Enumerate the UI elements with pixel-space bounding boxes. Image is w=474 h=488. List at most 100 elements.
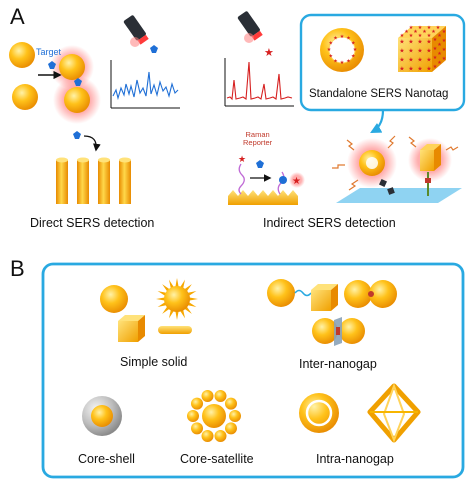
satellite-particle (224, 397, 237, 410)
raman-star: ★ (409, 33, 414, 39)
satellite-particle (201, 429, 214, 442)
indirect-substrate: ★ ★ (228, 155, 305, 205)
raman-star: ★ (418, 33, 423, 39)
raman-star: ★ (399, 57, 404, 64)
sun-ray (168, 279, 174, 289)
raman-star: ★ (400, 33, 405, 39)
indirect-caption: Indirect SERS detection (263, 216, 396, 230)
raman-star: ★ (346, 58, 351, 64)
intra-nanogap-label: Intra-nanogap (316, 452, 394, 466)
raman-star: ★ (431, 29, 436, 35)
satellite-particle (214, 390, 227, 403)
raman-star: ★ (436, 25, 441, 31)
inter-nanogap-shapes (267, 279, 397, 346)
raman-star: ★ (413, 29, 418, 35)
laser-glow (130, 37, 140, 47)
raman-star: ★ (408, 39, 413, 46)
sun-ray (180, 279, 186, 289)
raman-star: ★ (353, 47, 358, 53)
raman-star: ★ (409, 25, 414, 31)
raman-star: ★ (433, 55, 438, 61)
raman-star: ★ (426, 66, 431, 73)
sun-ray (188, 297, 198, 301)
svg-text:★: ★ (238, 155, 246, 165)
raman-star: ★ (408, 57, 413, 64)
satellite-particle (201, 390, 214, 403)
satellite-particle (187, 410, 199, 422)
panel-b-letter: B (10, 256, 25, 281)
raman-star: ★ (433, 46, 438, 52)
raman-star: ★ (418, 25, 423, 31)
sun-ray (168, 309, 174, 319)
raman-star: ★ (442, 56, 447, 62)
raman-reporter-label: Raman Reporter (243, 131, 272, 147)
reporter-star: ★ (264, 46, 274, 59)
panel-b-frame (41, 262, 465, 479)
raman-star: ★ (426, 48, 431, 55)
raman-star: ★ (417, 66, 422, 73)
raman-star: ★ (399, 48, 404, 55)
inter-nanogap-label: Inter-nanogap (299, 357, 377, 371)
raman-star: ★ (437, 51, 442, 57)
sun-ray (157, 302, 167, 308)
raman-star: ★ (346, 36, 351, 42)
raman-star: ★ (442, 38, 447, 44)
sun-ray (175, 310, 179, 320)
raman-star: ★ (433, 37, 438, 43)
sun-ray (157, 290, 167, 296)
raman-star: ★ (340, 60, 345, 66)
raman-star: ★ (426, 57, 431, 64)
nanotag-arrow (370, 109, 385, 134)
nanopillar-array (56, 131, 131, 204)
raman-star: ★ (340, 34, 345, 40)
raman-star: ★ (408, 66, 413, 73)
core-shell-shape (82, 396, 122, 436)
core-satellite-label: Core-satellite (180, 452, 254, 466)
sun-ray (156, 297, 166, 301)
raman-star: ★ (417, 39, 422, 46)
sun-ray (187, 302, 197, 308)
core-shell-label: Core-shell (78, 452, 135, 466)
simple-solid-shapes (100, 278, 198, 342)
target-marker (150, 45, 158, 53)
raman-star: ★ (327, 47, 332, 53)
satellite-particle (191, 422, 204, 435)
raman-star: ★ (427, 25, 432, 31)
raman-reporter-line2: Reporter (243, 138, 273, 147)
raman-reporter-line1: Raman (245, 130, 270, 139)
laser-icon (123, 15, 149, 45)
raman-star: ★ (433, 64, 438, 70)
laser-icon-2 (237, 11, 263, 41)
raman-star: ★ (351, 41, 356, 47)
raman-star: ★ (404, 29, 409, 35)
raman-star: ★ (417, 48, 422, 55)
raman-star: ★ (333, 36, 338, 42)
raman-star: ★ (426, 39, 431, 46)
raman-star: ★ (351, 54, 356, 60)
raman-star: ★ (408, 48, 413, 55)
raman-star: ★ (333, 58, 338, 64)
raman-star: ★ (427, 33, 432, 39)
satellite-particle (229, 410, 241, 422)
raman-star: ★ (328, 54, 333, 60)
raman-star: ★ (437, 42, 442, 48)
intra-nanogap-shapes (299, 383, 421, 443)
direct-caption: Direct SERS detection (30, 216, 155, 230)
satellite-particle (191, 397, 204, 410)
sun-ray (187, 290, 197, 296)
svg-text:★: ★ (292, 176, 301, 187)
satellite-particle (214, 429, 227, 442)
satellite-particle (224, 422, 237, 435)
core-satellite-shape (187, 390, 241, 442)
raman-star: ★ (399, 66, 404, 73)
raman-star: ★ (437, 33, 442, 39)
raman-star: ★ (442, 47, 447, 53)
raman-star: ★ (399, 39, 404, 46)
target-label: Target (36, 47, 62, 57)
sun-ray (175, 278, 179, 288)
sun-ray (180, 309, 186, 319)
indirect-spectrum (224, 58, 294, 107)
raman-star: ★ (417, 57, 422, 64)
nanotag-sphere: ★★★★★★★★★★★★ (320, 28, 364, 72)
